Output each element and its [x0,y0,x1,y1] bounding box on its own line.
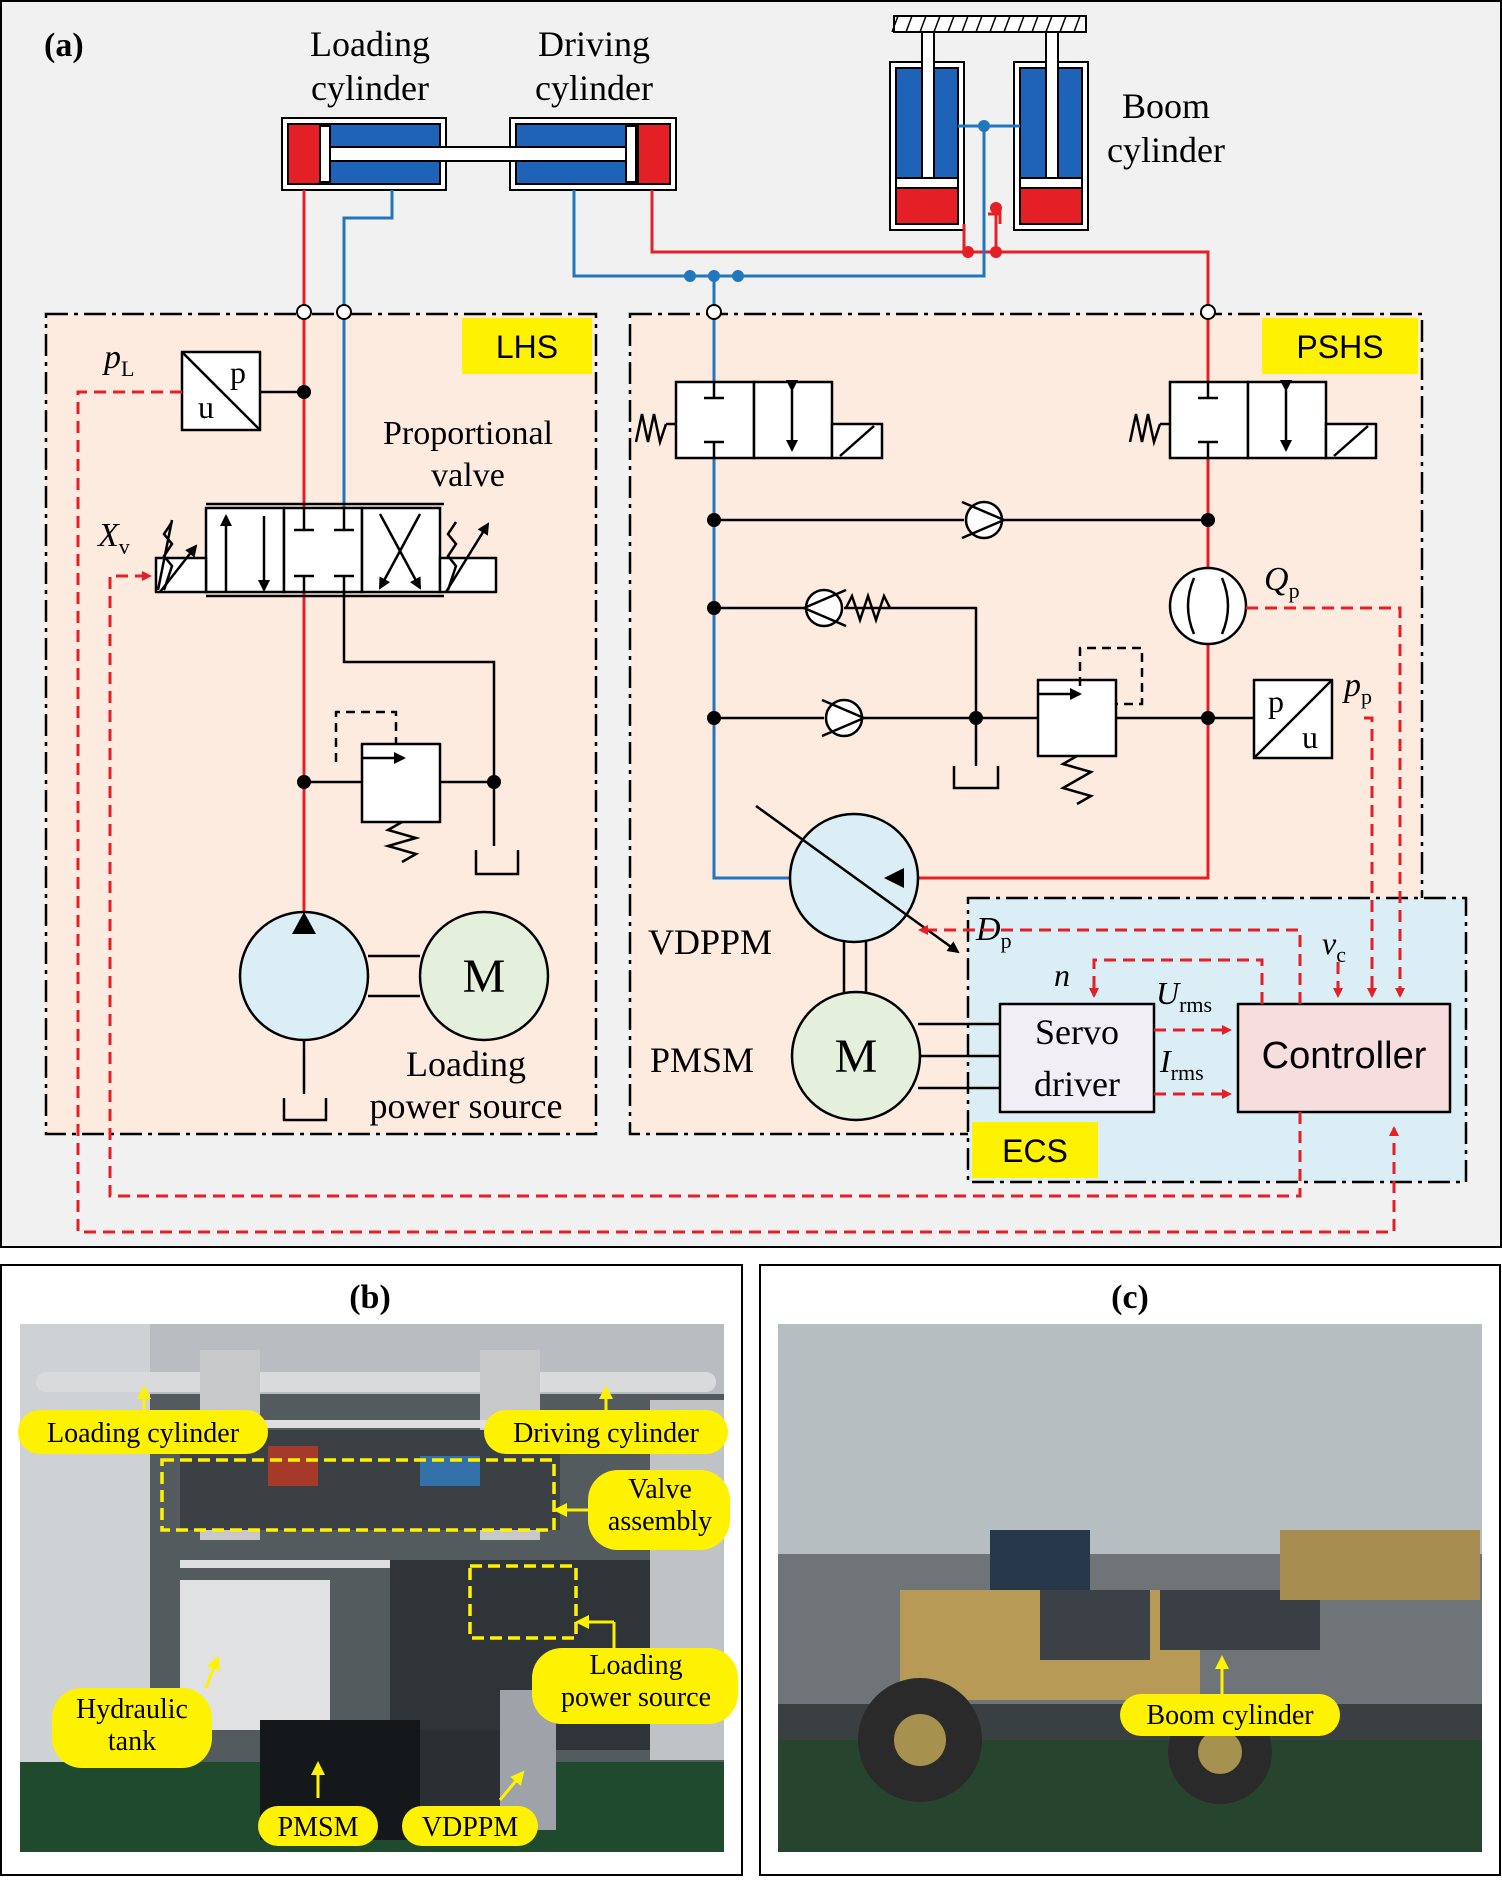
test-bench-photo [20,1324,724,1852]
controller-label: Controller [1262,1035,1427,1077]
switch-valve-left [634,380,884,460]
pressure-sensor-pl-p: p [230,354,246,390]
switch-valve-right [1128,380,1378,460]
callout-loading-power-source-2: power source [561,1682,711,1713]
pshs-check-valves [714,500,1208,790]
proportional-valve-label-2: valve [431,457,505,494]
junction-dots [296,120,1216,320]
pshs-relief-valve [1036,646,1208,806]
pressure-sensor-pp-u: u [1302,719,1318,755]
vdppm-pump [755,804,960,992]
pmsm-motor-letter: M [835,1030,878,1083]
callout-valve-assembly-2: assembly [608,1506,712,1537]
pressure-sensor-pl: p u [180,350,311,432]
loading-power-source-label-1: Loading [406,1044,526,1084]
boom-cylinder-label-1: Boom [1122,86,1210,126]
callout-boom-cylinder: Boom cylinder [1146,1700,1314,1731]
pressure-sensor-pl-u: u [198,389,214,425]
servo-driver-label-2: driver [1034,1064,1120,1104]
pshs-nodes [707,513,1215,725]
loading-cylinder-label-1: Loading [310,24,430,64]
driving-cylinder-label-2: cylinder [535,68,653,108]
panel-c-callouts: Boom cylinder [1120,1655,1340,1736]
signal-irms: Irms [1159,1043,1204,1085]
loader-photo [778,1324,1482,1852]
signal-xv: Xv [96,517,130,559]
servo-driver-label-1: Servo [1035,1012,1119,1052]
callout-hydraulic-tank-2: tank [108,1726,156,1757]
pressure-sensor-pp: p u [1208,678,1334,760]
panel-c: (c) Boom cylinder [759,1264,1501,1876]
servo-driver: Servo driver [998,1002,1156,1114]
flow-meter [1168,566,1248,646]
pmsm-motor: M [790,990,1000,1122]
signal-pp: pp [1342,667,1372,709]
lhs-node-1 [297,775,311,789]
lhs-tag: LHS [496,329,558,365]
loading-pump [238,910,420,1122]
panel-c-label: (c) [1111,1279,1149,1316]
cylinder-piston-rod [329,146,627,162]
proportional-valve-label-1: Proportional [383,415,553,452]
callout-loading-cylinder: Loading cylinder [47,1418,240,1449]
loading-motor: M [418,910,550,1042]
callout-driving-cylinder: Driving cylinder [513,1418,700,1449]
panel-b: (b) [0,1264,743,1876]
lhs-relief-valve [304,592,520,876]
signal-vc: vc [1322,925,1346,967]
callout-hydraulic-tank-1: Hydraulic [76,1694,188,1725]
driving-cylinder-label-1: Driving [538,24,650,64]
panel-b-callouts: Loading cylinder Driving cylinder Valve … [18,1385,738,1846]
callout-pmsm: PMSM [278,1812,359,1843]
callout-valve-assembly-1: Valve [628,1474,692,1505]
ecs-tag: ECS [1002,1133,1068,1169]
pressure-sensor-pp-p: p [1268,683,1284,719]
pshs-tag: PSHS [1296,329,1383,365]
controller: Controller [1236,1002,1452,1114]
boom-cylinder-label-2: cylinder [1107,130,1225,170]
signal-pl: pL [102,339,134,381]
proportional-valve [154,502,498,598]
callout-loading-power-source-1: Loading [589,1650,682,1681]
pmsm-label: PMSM [650,1040,754,1080]
callout-vdppm: VDPPM [422,1812,519,1843]
loading-motor-letter: M [463,950,506,1003]
panel-a-label: (a) [44,27,84,64]
boom-cylinder [889,15,1089,231]
loading-power-source-label-2: power source [370,1086,563,1126]
loading-cylinder-label-2: cylinder [311,68,429,108]
signal-urms: Urms [1156,975,1212,1017]
panel-a: (a) LHS PSHS ECS Loading cylinder Drivin… [0,0,1502,1248]
vdppm-label: VDPPM [648,922,772,962]
lhs-node-2 [487,775,501,789]
signal-lines [76,390,1405,1234]
signal-qp: Qp [1264,561,1300,603]
signal-n: n [1054,957,1070,993]
panel-b-label: (b) [349,1279,391,1316]
